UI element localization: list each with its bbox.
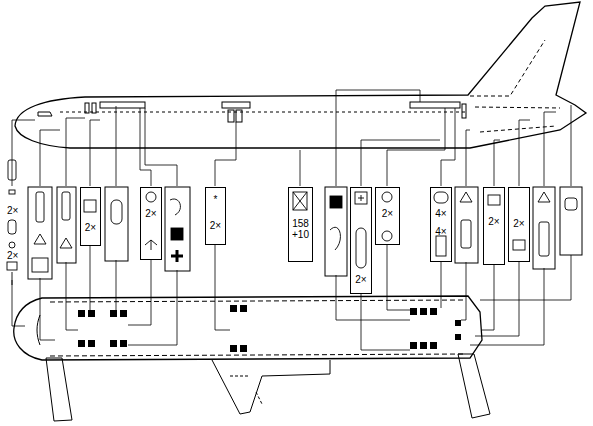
quantity-text: 2× [81, 222, 100, 233]
quantity-text: 2× [484, 216, 504, 227]
quantity-label: 2× [7, 250, 18, 261]
equipment-box: 4× 4× [430, 187, 452, 262]
quantity-text: 2× [351, 274, 371, 285]
quantity-text: 4× [431, 226, 451, 237]
quantity-text: 158 +10 [289, 218, 312, 240]
quantity-text: 2× [206, 220, 225, 231]
equipment-box: 158 +10 [288, 187, 313, 262]
equipment-box: 2× [140, 187, 162, 260]
equipment-box: * 2× [205, 187, 226, 245]
quantity-label: 2× [7, 205, 18, 216]
equipment-box: 2× [80, 187, 101, 246]
equipment-box: 2× [483, 187, 505, 265]
equipment-box: 2× [350, 187, 372, 294]
quantity-text: 4× [431, 208, 451, 219]
quantity-text: 2× [376, 208, 399, 219]
quantity-text: 2× [141, 208, 161, 219]
quantity-text: 2× [509, 218, 529, 229]
equipment-box: 2× [375, 187, 400, 245]
quantity-text: * [206, 194, 225, 205]
equipment-box: 2× [508, 187, 530, 262]
